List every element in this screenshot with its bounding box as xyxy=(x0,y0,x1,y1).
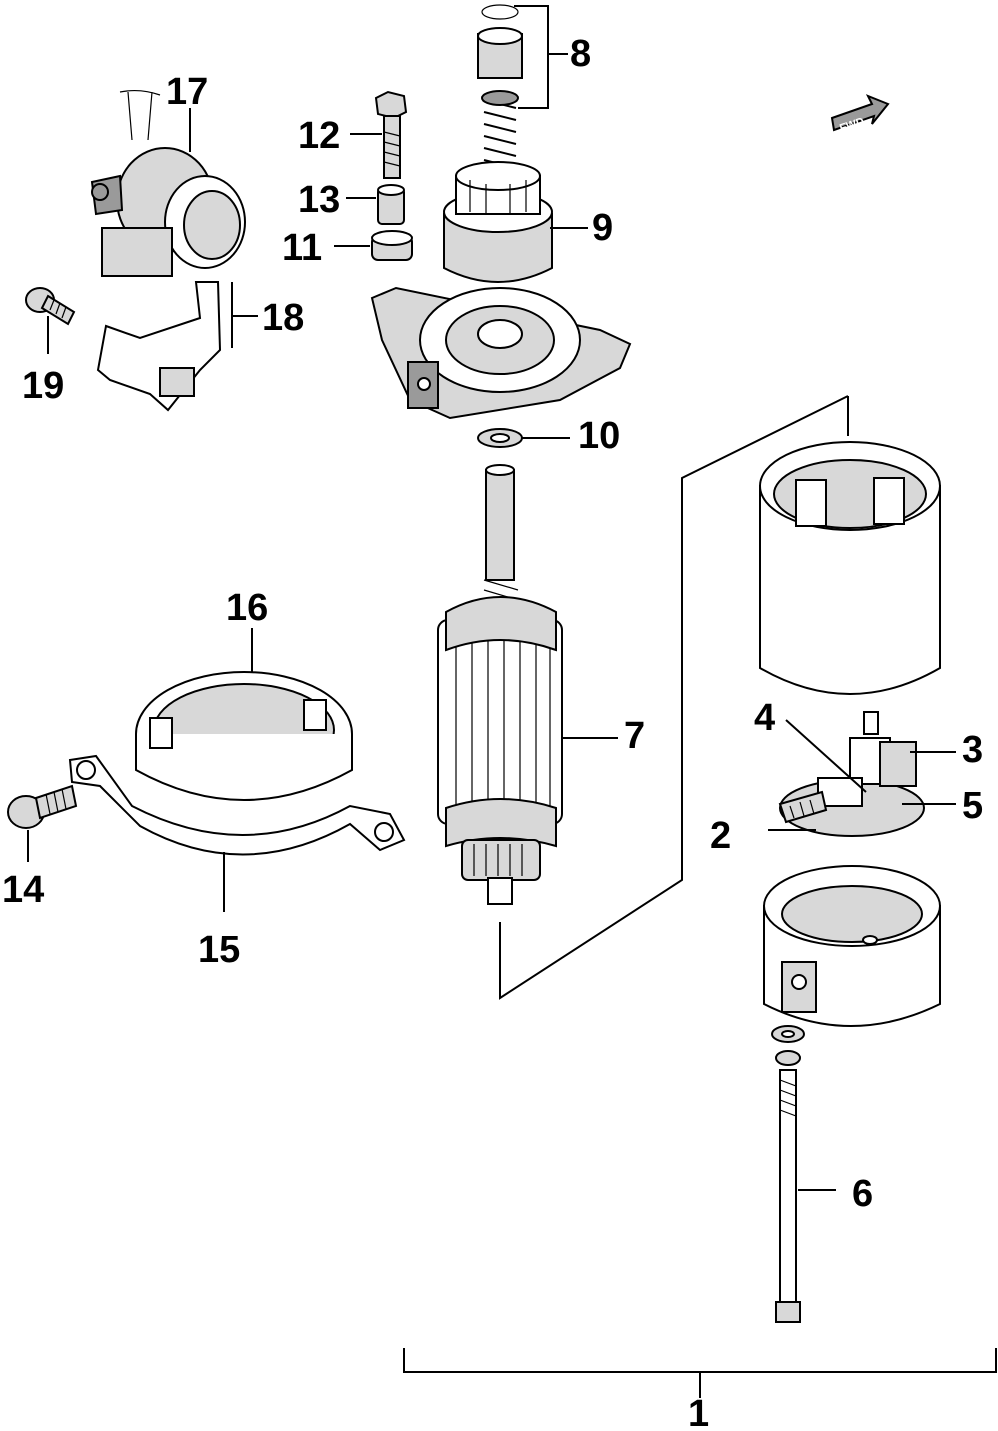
forward-arrow-icon: FWD xyxy=(830,94,890,135)
solenoid-bracket xyxy=(96,281,222,412)
mounting-strap xyxy=(68,754,406,856)
brush-holder-assembly xyxy=(778,711,925,837)
collar-13 xyxy=(377,184,405,225)
callout-7: 7 xyxy=(624,715,645,757)
through-bolt xyxy=(771,1025,805,1323)
callout-2: 2 xyxy=(710,815,731,857)
callout-10: 10 xyxy=(578,415,620,457)
yoke-frame xyxy=(759,441,941,695)
leader-lines xyxy=(27,5,997,1398)
callout-15: 15 xyxy=(198,929,240,971)
band-ring xyxy=(135,671,353,801)
callout-12: 12 xyxy=(298,115,340,157)
callout-19: 19 xyxy=(22,365,64,407)
armature xyxy=(437,464,563,905)
callout-14: 14 xyxy=(2,869,44,911)
callout-18: 18 xyxy=(262,297,304,339)
callout-16: 16 xyxy=(226,587,268,629)
callout-17: 17 xyxy=(166,71,208,113)
callout-11: 11 xyxy=(282,227,322,269)
drive-end-housing xyxy=(370,286,632,420)
callout-6: 6 xyxy=(852,1173,873,1215)
callout-13: 13 xyxy=(298,179,340,221)
callout-8: 8 xyxy=(570,33,591,75)
thrust-washer xyxy=(477,428,523,448)
callout-4: 4 xyxy=(754,697,775,739)
bracket-bolt xyxy=(25,287,76,326)
callout-9: 9 xyxy=(592,207,613,249)
callout-labels: 1 2 3 4 5 6 7 8 9 10 11 12 13 14 15 16 1… xyxy=(2,33,983,1431)
callout-1: 1 xyxy=(688,1393,709,1431)
pinion-gear xyxy=(443,161,553,283)
starter-solenoid xyxy=(90,89,246,277)
strap-bolt xyxy=(7,784,78,829)
drive-spring-set xyxy=(477,4,523,179)
commutator-end-frame xyxy=(763,865,941,1027)
callout-3: 3 xyxy=(962,729,983,771)
bolt-12 xyxy=(374,90,408,179)
callout-5: 5 xyxy=(962,785,983,827)
grommet-11 xyxy=(371,230,413,261)
